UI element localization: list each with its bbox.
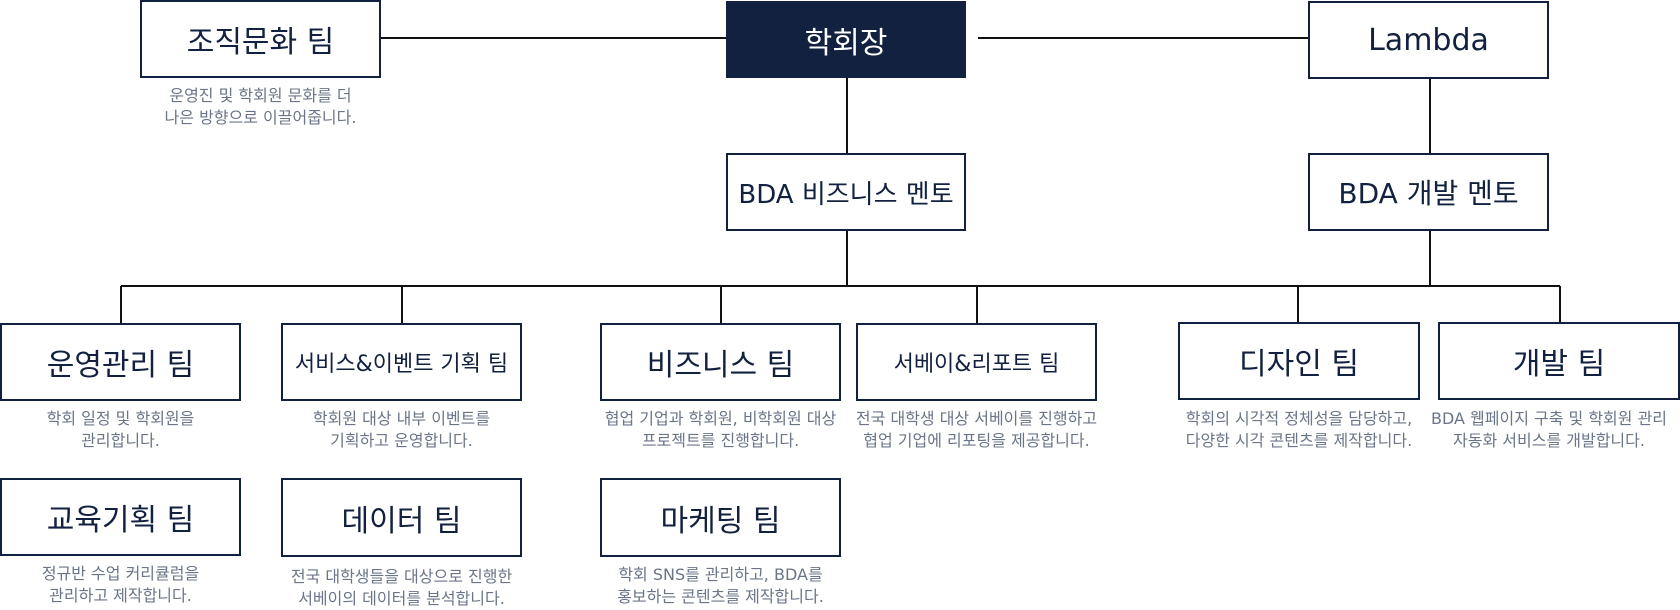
lambda-label: Lambda	[1368, 22, 1489, 58]
education-team-label: 교육기획 팀	[46, 503, 195, 538]
service-event-team-label: 서비스&이벤트 기획 팀	[294, 352, 509, 377]
service-event-team-description: 학회원 대상 내부 이벤트를 기획하고 운영합니다.	[312, 409, 491, 450]
president-label: 학회장	[804, 25, 888, 61]
survey-report-team-label: 서베이&리포트 팀	[893, 352, 1060, 377]
lambda-node: Lambda	[1308, 1, 1549, 79]
data-team-description: 전국 대학생들을 대상으로 진행한 서베이의 데이터를 분석합니다.	[290, 567, 513, 608]
education-team-description: 정규반 수업 커리큘럼을 관리하고 제작합니다.	[41, 564, 200, 605]
culture-team-description: 운영진 및 학회원 문화를 더 나은 방향으로 이끌어줍니다.	[164, 86, 357, 127]
design-team-node: 디자인 팀	[1178, 322, 1420, 400]
education-team-node: 교육기획 팀	[0, 478, 241, 556]
marketing-team-description: 학회 SNS를 관리하고, BDA를 홍보하는 콘텐츠를 제작합니다.	[617, 565, 824, 606]
dev-team-node: 개발 팀	[1438, 322, 1680, 400]
operations-team-label: 운영관리 팀	[46, 348, 195, 383]
business-mentor-label: BDA 비즈니스 멘토	[738, 179, 954, 210]
dev-team-label: 개발 팀	[1512, 347, 1606, 382]
dev-mentor-label: BDA 개발 멘토	[1338, 177, 1519, 210]
dev-team-description: BDA 웹페이지 구축 및 학회원 관리 자동화 서비스를 개발합니다.	[1430, 409, 1668, 450]
operations-team-description: 학회 일정 및 학회원을 관리합니다.	[46, 409, 195, 450]
design-team-label: 디자인 팀	[1239, 347, 1359, 382]
design-team-description: 학회의 시각적 정체성을 담당하고, 다양한 시각 콘텐츠를 제작합니다.	[1185, 409, 1413, 450]
survey-report-team-node: 서베이&리포트 팀	[856, 323, 1097, 401]
president-node: 학회장	[726, 1, 966, 78]
culture-team-node: 조직문화 팀	[140, 0, 381, 78]
business-mentor-node: BDA 비즈니스 멘토	[726, 153, 966, 231]
dev-mentor-node: BDA 개발 멘토	[1308, 153, 1549, 231]
service-event-team-node: 서비스&이벤트 기획 팀	[281, 323, 522, 401]
data-team-node: 데이터 팀	[281, 478, 522, 557]
business-team-label: 비즈니스 팀	[646, 348, 795, 383]
marketing-team-node: 마케팅 팀	[600, 478, 841, 557]
marketing-team-label: 마케팅 팀	[660, 503, 781, 539]
business-team-description: 협업 기업과 학회원, 비학회원 대상 프로젝트를 진행합니다.	[604, 409, 837, 450]
survey-report-team-description: 전국 대학생 대상 서베이를 진행하고 협업 기업에 리포팅을 제공합니다.	[855, 409, 1098, 450]
data-team-label: 데이터 팀	[341, 503, 462, 539]
culture-team-label: 조직문화 팀	[186, 25, 335, 60]
business-team-node: 비즈니스 팀	[600, 323, 841, 401]
operations-team-node: 운영관리 팀	[0, 323, 241, 401]
